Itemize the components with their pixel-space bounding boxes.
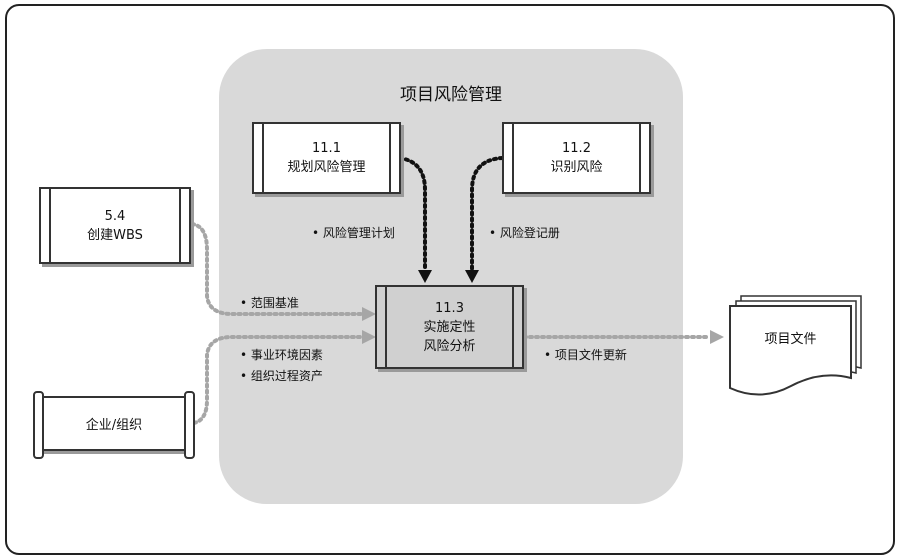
project-documents-shape bbox=[729, 295, 862, 396]
enterprise-organization: 企业/组织 bbox=[33, 391, 195, 459]
process-id: 5.4 bbox=[104, 208, 126, 224]
process-id: 11.1 bbox=[312, 141, 341, 156]
arrowhead-doc-updates bbox=[710, 330, 724, 344]
arrow-enterprise-inputs bbox=[192, 335, 364, 425]
process-id: 11.3 bbox=[435, 300, 464, 316]
process-11-3-qualitative-risk-analysis: 11.3 实施定性 风险分析 bbox=[375, 285, 524, 369]
process-id: 11.2 bbox=[562, 141, 591, 156]
arrowhead-enterprise-inputs bbox=[362, 330, 376, 344]
process-name: 规划风险管理 bbox=[287, 160, 366, 175]
project-documents-label: 项目文件 bbox=[764, 332, 817, 347]
arrow-risk-plan bbox=[398, 156, 427, 272]
process-name-line2: 风险分析 bbox=[423, 338, 476, 354]
flow-label-risk-plan: • 风险管理计划 bbox=[312, 226, 395, 240]
arrow-risk-register bbox=[470, 156, 504, 272]
flow-label-eef: • 事业环境因素 bbox=[240, 348, 323, 362]
flow-label-opa: • 组织过程资产 bbox=[240, 369, 323, 383]
arrowhead-scope-baseline bbox=[362, 307, 376, 321]
process-5-4-create-wbs: 5.4 创建WBS bbox=[39, 187, 191, 264]
process-name: 创建WBS bbox=[87, 227, 143, 243]
process-11-2-identify-risks: 11.2 识别风险 bbox=[502, 122, 651, 194]
enterprise-label: 企业/组织 bbox=[85, 418, 143, 433]
process-11-1-plan-risk-management: 11.1 规划风险管理 bbox=[252, 122, 401, 194]
arrow-scope-baseline bbox=[190, 222, 364, 316]
arrowhead-risk-register bbox=[465, 270, 479, 283]
flow-label-scope-baseline: • 范围基准 bbox=[240, 296, 299, 310]
process-name-line1: 实施定性 bbox=[423, 319, 476, 335]
group-title: 项目风险管理 bbox=[400, 85, 502, 105]
arrowhead-risk-plan bbox=[418, 270, 432, 283]
flow-label-risk-register: • 风险登记册 bbox=[489, 226, 560, 240]
process-name: 识别风险 bbox=[550, 160, 603, 175]
flow-label-doc-updates: • 项目文件更新 bbox=[544, 348, 627, 362]
